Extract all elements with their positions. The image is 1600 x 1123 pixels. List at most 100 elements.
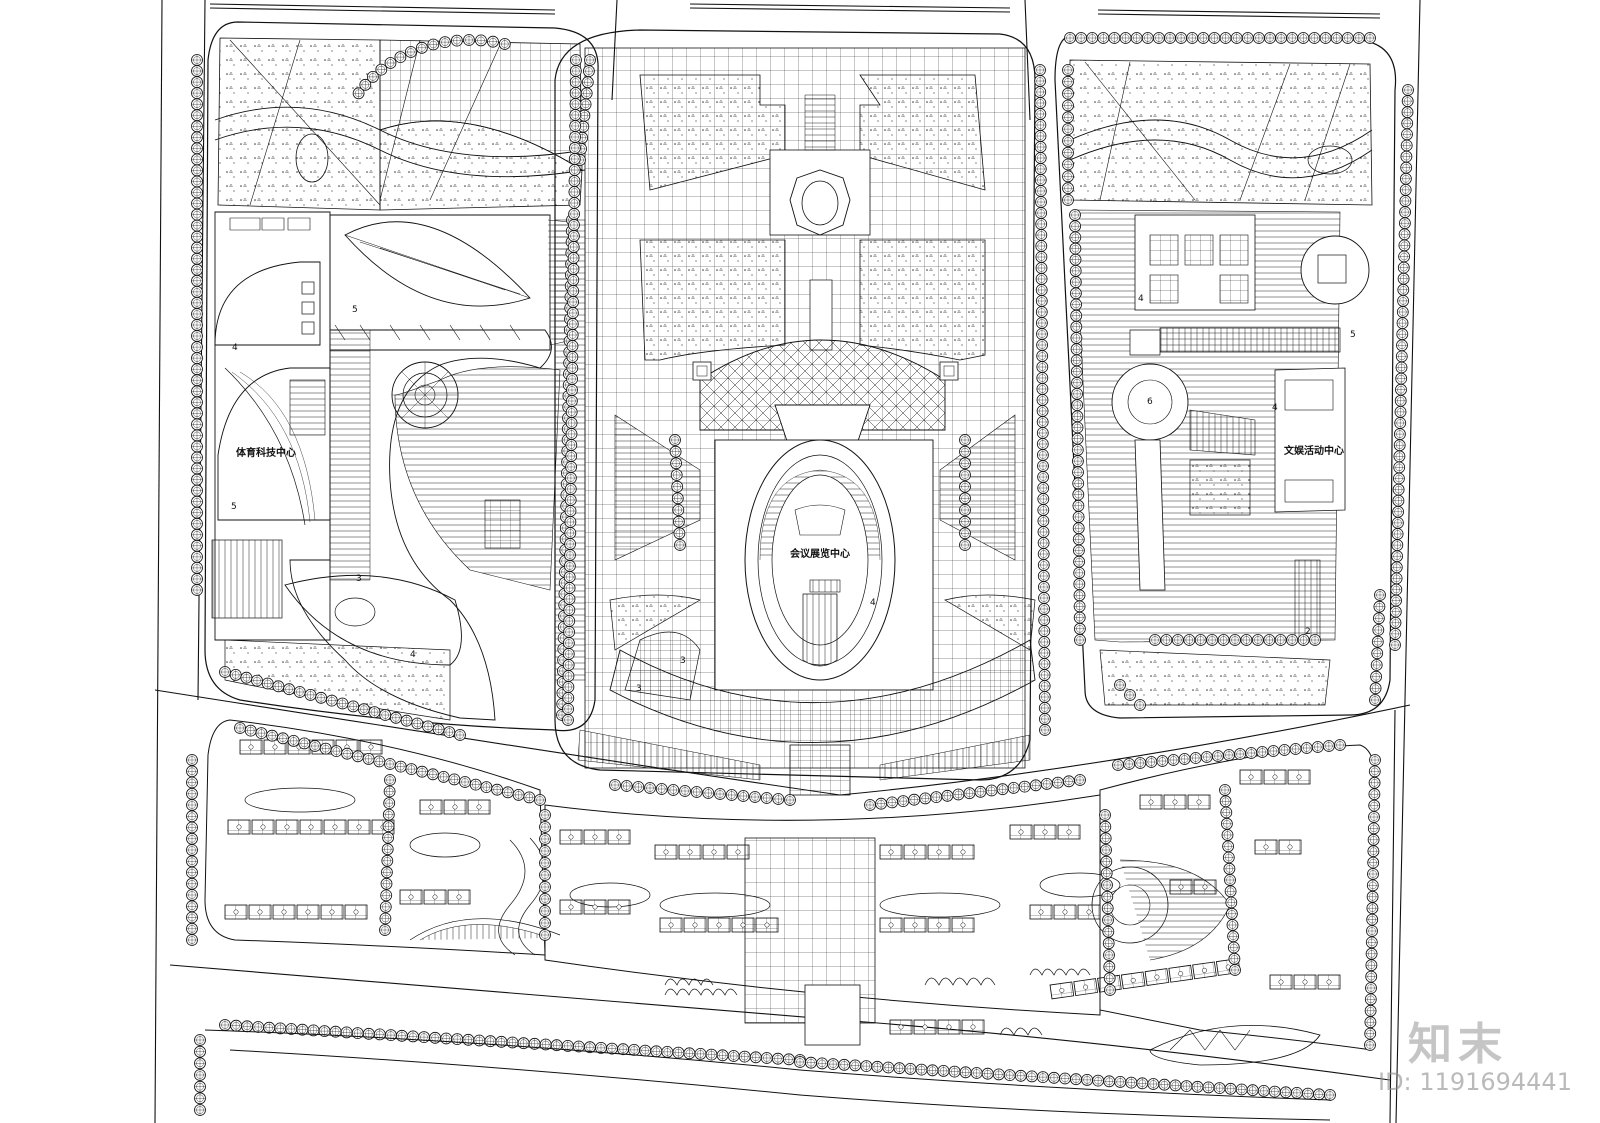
tree bbox=[644, 782, 656, 794]
tree bbox=[1134, 757, 1147, 769]
tree bbox=[382, 831, 395, 844]
tree bbox=[362, 753, 375, 765]
tree bbox=[1036, 328, 1048, 340]
tree bbox=[1039, 713, 1051, 725]
tree bbox=[1038, 636, 1051, 648]
tree bbox=[1402, 84, 1414, 96]
tree bbox=[1219, 32, 1232, 44]
tree bbox=[1037, 515, 1050, 527]
tree bbox=[1319, 32, 1332, 44]
tree bbox=[1400, 139, 1413, 152]
tree bbox=[827, 1058, 839, 1070]
tree bbox=[1167, 754, 1180, 766]
tree bbox=[1172, 634, 1184, 646]
tree bbox=[432, 723, 445, 736]
tree bbox=[1072, 477, 1085, 490]
tree bbox=[1399, 206, 1411, 219]
tree bbox=[191, 584, 203, 596]
tree bbox=[1102, 937, 1115, 950]
tree bbox=[1324, 1089, 1336, 1101]
tree bbox=[1392, 483, 1405, 496]
tree bbox=[565, 428, 578, 440]
zone-number: 3 bbox=[636, 684, 642, 694]
tree bbox=[1052, 776, 1064, 789]
tree bbox=[191, 241, 203, 254]
tree bbox=[1353, 32, 1365, 44]
tree bbox=[186, 844, 198, 856]
tree bbox=[1365, 959, 1378, 972]
tree bbox=[473, 1034, 486, 1047]
tree bbox=[1034, 130, 1047, 142]
tree bbox=[875, 797, 887, 810]
tree bbox=[191, 109, 203, 122]
tree bbox=[1097, 32, 1110, 44]
label-expo-center: 会议展览中心 bbox=[790, 549, 850, 560]
tree bbox=[679, 785, 691, 797]
tree bbox=[191, 539, 203, 552]
tree bbox=[539, 893, 551, 905]
tree bbox=[1071, 376, 1083, 389]
tree bbox=[194, 1057, 206, 1070]
tree bbox=[1037, 537, 1050, 549]
tree bbox=[186, 934, 198, 946]
tree bbox=[1222, 851, 1235, 864]
tree bbox=[422, 720, 434, 733]
tree bbox=[1035, 273, 1048, 285]
tree bbox=[1037, 493, 1050, 505]
tree bbox=[1062, 111, 1074, 124]
tree bbox=[1394, 428, 1406, 441]
tree bbox=[1069, 264, 1082, 277]
tree bbox=[241, 1020, 254, 1033]
tree bbox=[1197, 32, 1210, 44]
tree bbox=[539, 833, 551, 845]
zone-number: 3 bbox=[356, 574, 362, 584]
tree bbox=[1212, 750, 1224, 762]
label-sports-center: 体育科技中心 bbox=[236, 448, 296, 459]
tree bbox=[394, 760, 407, 773]
tree bbox=[1194, 634, 1207, 646]
tree bbox=[838, 1058, 851, 1071]
tree bbox=[454, 729, 466, 741]
tree bbox=[1070, 1073, 1082, 1086]
tree bbox=[1213, 1082, 1226, 1094]
tree bbox=[1158, 1078, 1171, 1091]
tree bbox=[1396, 317, 1409, 330]
tree bbox=[1029, 779, 1042, 792]
tree bbox=[567, 296, 579, 308]
tree bbox=[1367, 845, 1380, 858]
tree bbox=[1366, 902, 1379, 915]
tree bbox=[1103, 960, 1116, 973]
tree bbox=[276, 732, 289, 745]
tree bbox=[539, 809, 551, 821]
tree bbox=[186, 832, 198, 845]
tree bbox=[1392, 505, 1404, 518]
tree bbox=[1252, 634, 1264, 646]
tree bbox=[1223, 862, 1236, 875]
tree bbox=[1400, 172, 1412, 185]
tree bbox=[1026, 1070, 1038, 1083]
tree bbox=[1073, 544, 1085, 557]
tree bbox=[569, 87, 582, 99]
tree bbox=[1392, 517, 1404, 529]
tree bbox=[1268, 1085, 1281, 1098]
tree bbox=[948, 1065, 961, 1078]
tree bbox=[186, 866, 198, 879]
tree bbox=[381, 854, 394, 867]
tree bbox=[351, 750, 364, 763]
tree bbox=[1074, 622, 1086, 635]
tree bbox=[1389, 605, 1402, 618]
tree bbox=[1108, 32, 1121, 44]
tree bbox=[1034, 97, 1047, 109]
tree bbox=[926, 1064, 939, 1077]
tree bbox=[1286, 32, 1299, 44]
tree bbox=[567, 274, 580, 286]
tree bbox=[429, 1031, 442, 1044]
tree bbox=[1035, 218, 1048, 230]
tree bbox=[1364, 1004, 1377, 1017]
watermark-logo: 知末 bbox=[1408, 1019, 1508, 1070]
tree bbox=[1223, 749, 1235, 761]
tree bbox=[569, 120, 582, 132]
tree bbox=[1257, 1085, 1270, 1097]
tree bbox=[1062, 64, 1074, 76]
